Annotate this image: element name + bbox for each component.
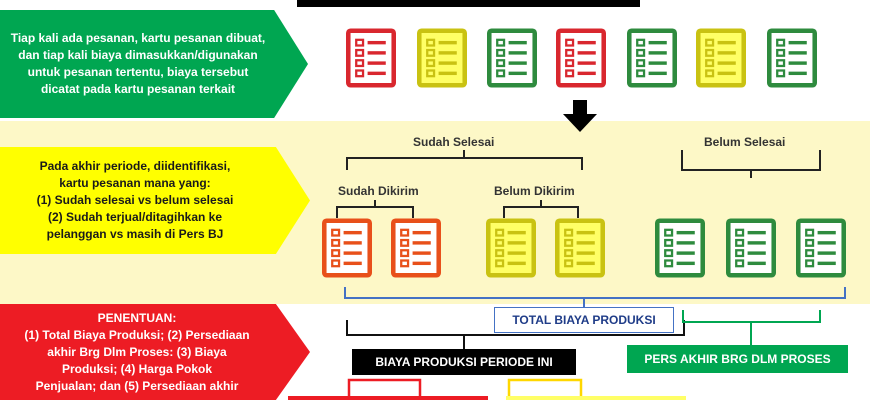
step3-line4: Penjualan; dan (5) Persediaan akhir (35, 379, 239, 393)
total-biaya-produksi-box: TOTAL BIAYA PRODUKSI (494, 307, 674, 333)
step2-line2: kartu pesanan mana yang: (59, 176, 211, 190)
brace-sudah-dikirim (336, 200, 414, 218)
job-card-icon-shipped-1 (324, 221, 369, 276)
job-card-icon-red-1 (348, 31, 393, 86)
brace-hpp (347, 378, 422, 400)
job-card-icon-unshipped-2 (557, 221, 602, 276)
job-card-icon-red-2 (558, 31, 603, 86)
step3-line1: (1) Total Biaya Produksi; (2) Persediaan (24, 328, 250, 342)
step3-arrow: PENENTUAN: (1) Total Biaya Produksi; (2)… (0, 304, 310, 400)
label-belum-dikirim: Belum Dikirim (494, 184, 575, 198)
title-bar (297, 0, 640, 7)
step3-line2: akhir Brg Dlm Proses: (3) Biaya (47, 345, 227, 359)
brace-total-biaya (344, 287, 846, 307)
step1-text: Tiap kali ada pesanan, kartu pesanan dib… (10, 31, 266, 96)
brace-belum-selesai (681, 150, 821, 178)
job-card-icon-yellow-2 (698, 31, 743, 86)
step1-arrow: Tiap kali ada pesanan, kartu pesanan dib… (0, 10, 308, 118)
step2-line1: Pada akhir periode, diidentifikasi, (39, 159, 231, 173)
brace-biaya-periode (346, 320, 685, 349)
step2-line3: (1) Sudah selesai vs belum selesai (36, 193, 234, 207)
job-card-icon-yellow-1 (419, 31, 464, 86)
job-card-icon-wip-1 (657, 221, 702, 276)
label-sudah-selesai: Sudah Selesai (413, 135, 495, 149)
job-card-icon-green-3 (769, 31, 814, 86)
biaya-produksi-periode-box: BIAYA PRODUKSI PERIODE INI (352, 349, 576, 375)
job-card-icon-wip-2 (728, 221, 773, 276)
step3-line3: Produksi; (4) Harga Pokok (61, 362, 213, 376)
job-card-icon-shipped-2 (393, 221, 438, 276)
job-card-icon-green-1 (489, 31, 534, 86)
bottom-red-box-edge (288, 396, 488, 400)
brace-pers-bj (507, 378, 583, 400)
label-sudah-dikirim: Sudah Dikirim (338, 184, 419, 198)
down-arrow-icon (563, 100, 597, 132)
job-card-icon-unshipped-1 (488, 221, 533, 276)
pers-akhir-bdp-box: PERS AKHIR BRG DLM PROSES (627, 345, 848, 373)
step2-line5: pelanggan vs masih di Pers BJ (46, 227, 224, 241)
brace-sudah-selesai (346, 150, 583, 170)
step2-arrow: Pada akhir periode, diidentifikasi, kart… (0, 147, 310, 254)
job-card-icon-green-2 (629, 31, 674, 86)
label-belum-selesai: Belum Selesai (704, 135, 786, 149)
brace-pers-akhir (682, 310, 821, 345)
bottom-yellow-box-edge (506, 396, 686, 400)
brace-belum-dikirim (503, 200, 579, 218)
step3-title: PENENTUAN: (97, 311, 177, 325)
job-card-icon-wip-3 (798, 221, 843, 276)
step2-line4: (2) Sudah terjual/ditagihkan ke (47, 210, 223, 224)
